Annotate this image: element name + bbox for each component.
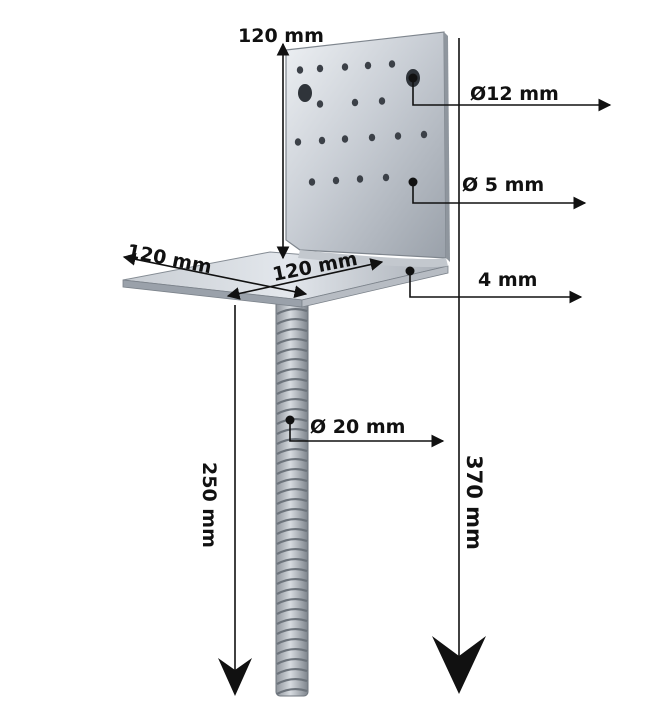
small-hole [351, 98, 359, 107]
thickness-marker-dot [405, 266, 415, 276]
small-hole [388, 60, 396, 68]
rod-rib [276, 557, 308, 565]
total-height-label: 370 mm [462, 455, 486, 550]
hole-small-label: Ø 5 mm [462, 174, 544, 196]
rod-rib [276, 337, 308, 345]
rod-rib [276, 317, 308, 325]
rod-rib [276, 597, 308, 605]
small-hole [364, 61, 372, 70]
rod-rib [276, 627, 308, 635]
large-hole [298, 84, 312, 102]
rod-rib [276, 547, 308, 555]
rod-rib [276, 367, 308, 375]
rod-diameter-marker-dot [285, 415, 295, 425]
rod-rib [276, 667, 308, 675]
rod-rib [276, 307, 308, 315]
rod-rib [276, 377, 308, 385]
rod-rib [276, 657, 308, 665]
plate-holes [294, 60, 428, 186]
small-hole [316, 100, 324, 108]
rod-rib [276, 487, 308, 495]
rod-rib [276, 607, 308, 615]
threaded-rod [275, 299, 309, 697]
thickness-label: 4 mm [478, 269, 537, 291]
small-hole [316, 64, 324, 73]
hole-large-marker-dot [408, 73, 418, 83]
rod-ribs [276, 307, 308, 695]
dimension-lines [122, 38, 612, 676]
rod-rib [276, 687, 308, 695]
rod-rib [276, 587, 308, 595]
rod-diameter-leader [289, 420, 445, 448]
small-hole [382, 173, 390, 182]
rod-rib [276, 537, 308, 545]
rod-rib [276, 347, 308, 355]
hole-small-leader [412, 182, 587, 210]
hole-large-leader [412, 78, 612, 112]
small-hole [294, 138, 302, 146]
rod-diameter-label: Ø 20 mm [310, 416, 405, 438]
small-hole [296, 66, 304, 74]
rod-rib [276, 407, 308, 415]
small-hole [318, 136, 326, 145]
small-hole [332, 176, 340, 185]
rod-rib [276, 387, 308, 395]
rod-rib [276, 617, 308, 625]
rod-rib [276, 647, 308, 655]
rod-rib [276, 427, 308, 435]
rod-rib [276, 517, 308, 525]
hole-large-label: Ø12 mm [470, 83, 559, 105]
rod-rib [276, 327, 308, 335]
small-hole [308, 178, 316, 186]
rod-rib [276, 357, 308, 365]
rod-rib [276, 447, 308, 455]
rod-rib [276, 457, 308, 465]
rod-rib [276, 677, 308, 685]
rod-rib [276, 497, 308, 505]
small-hole [341, 135, 349, 143]
rod-length-label: 250 mm [198, 462, 220, 548]
small-hole [356, 175, 364, 183]
rod-rib [276, 567, 308, 575]
rod-rib [276, 577, 308, 585]
small-hole [341, 63, 349, 71]
rod-rib [276, 467, 308, 475]
rod-rib [276, 507, 308, 515]
rod-rib [276, 527, 308, 535]
rod-rib [276, 397, 308, 405]
small-hole [420, 130, 428, 139]
rod-rib [276, 477, 308, 485]
small-hole [394, 132, 402, 140]
rod-length-arrowhead [218, 658, 252, 696]
small-hole [368, 133, 376, 142]
hole-small-marker-dot [408, 177, 418, 187]
rod-rib [276, 637, 308, 645]
base-width-dim-line [226, 258, 384, 300]
small-hole [378, 97, 386, 105]
thickness-leader [409, 271, 583, 304]
total-height-arrowhead [432, 636, 486, 694]
plate-height-label: 120 mm [238, 25, 324, 47]
vertical-plate [285, 31, 450, 267]
